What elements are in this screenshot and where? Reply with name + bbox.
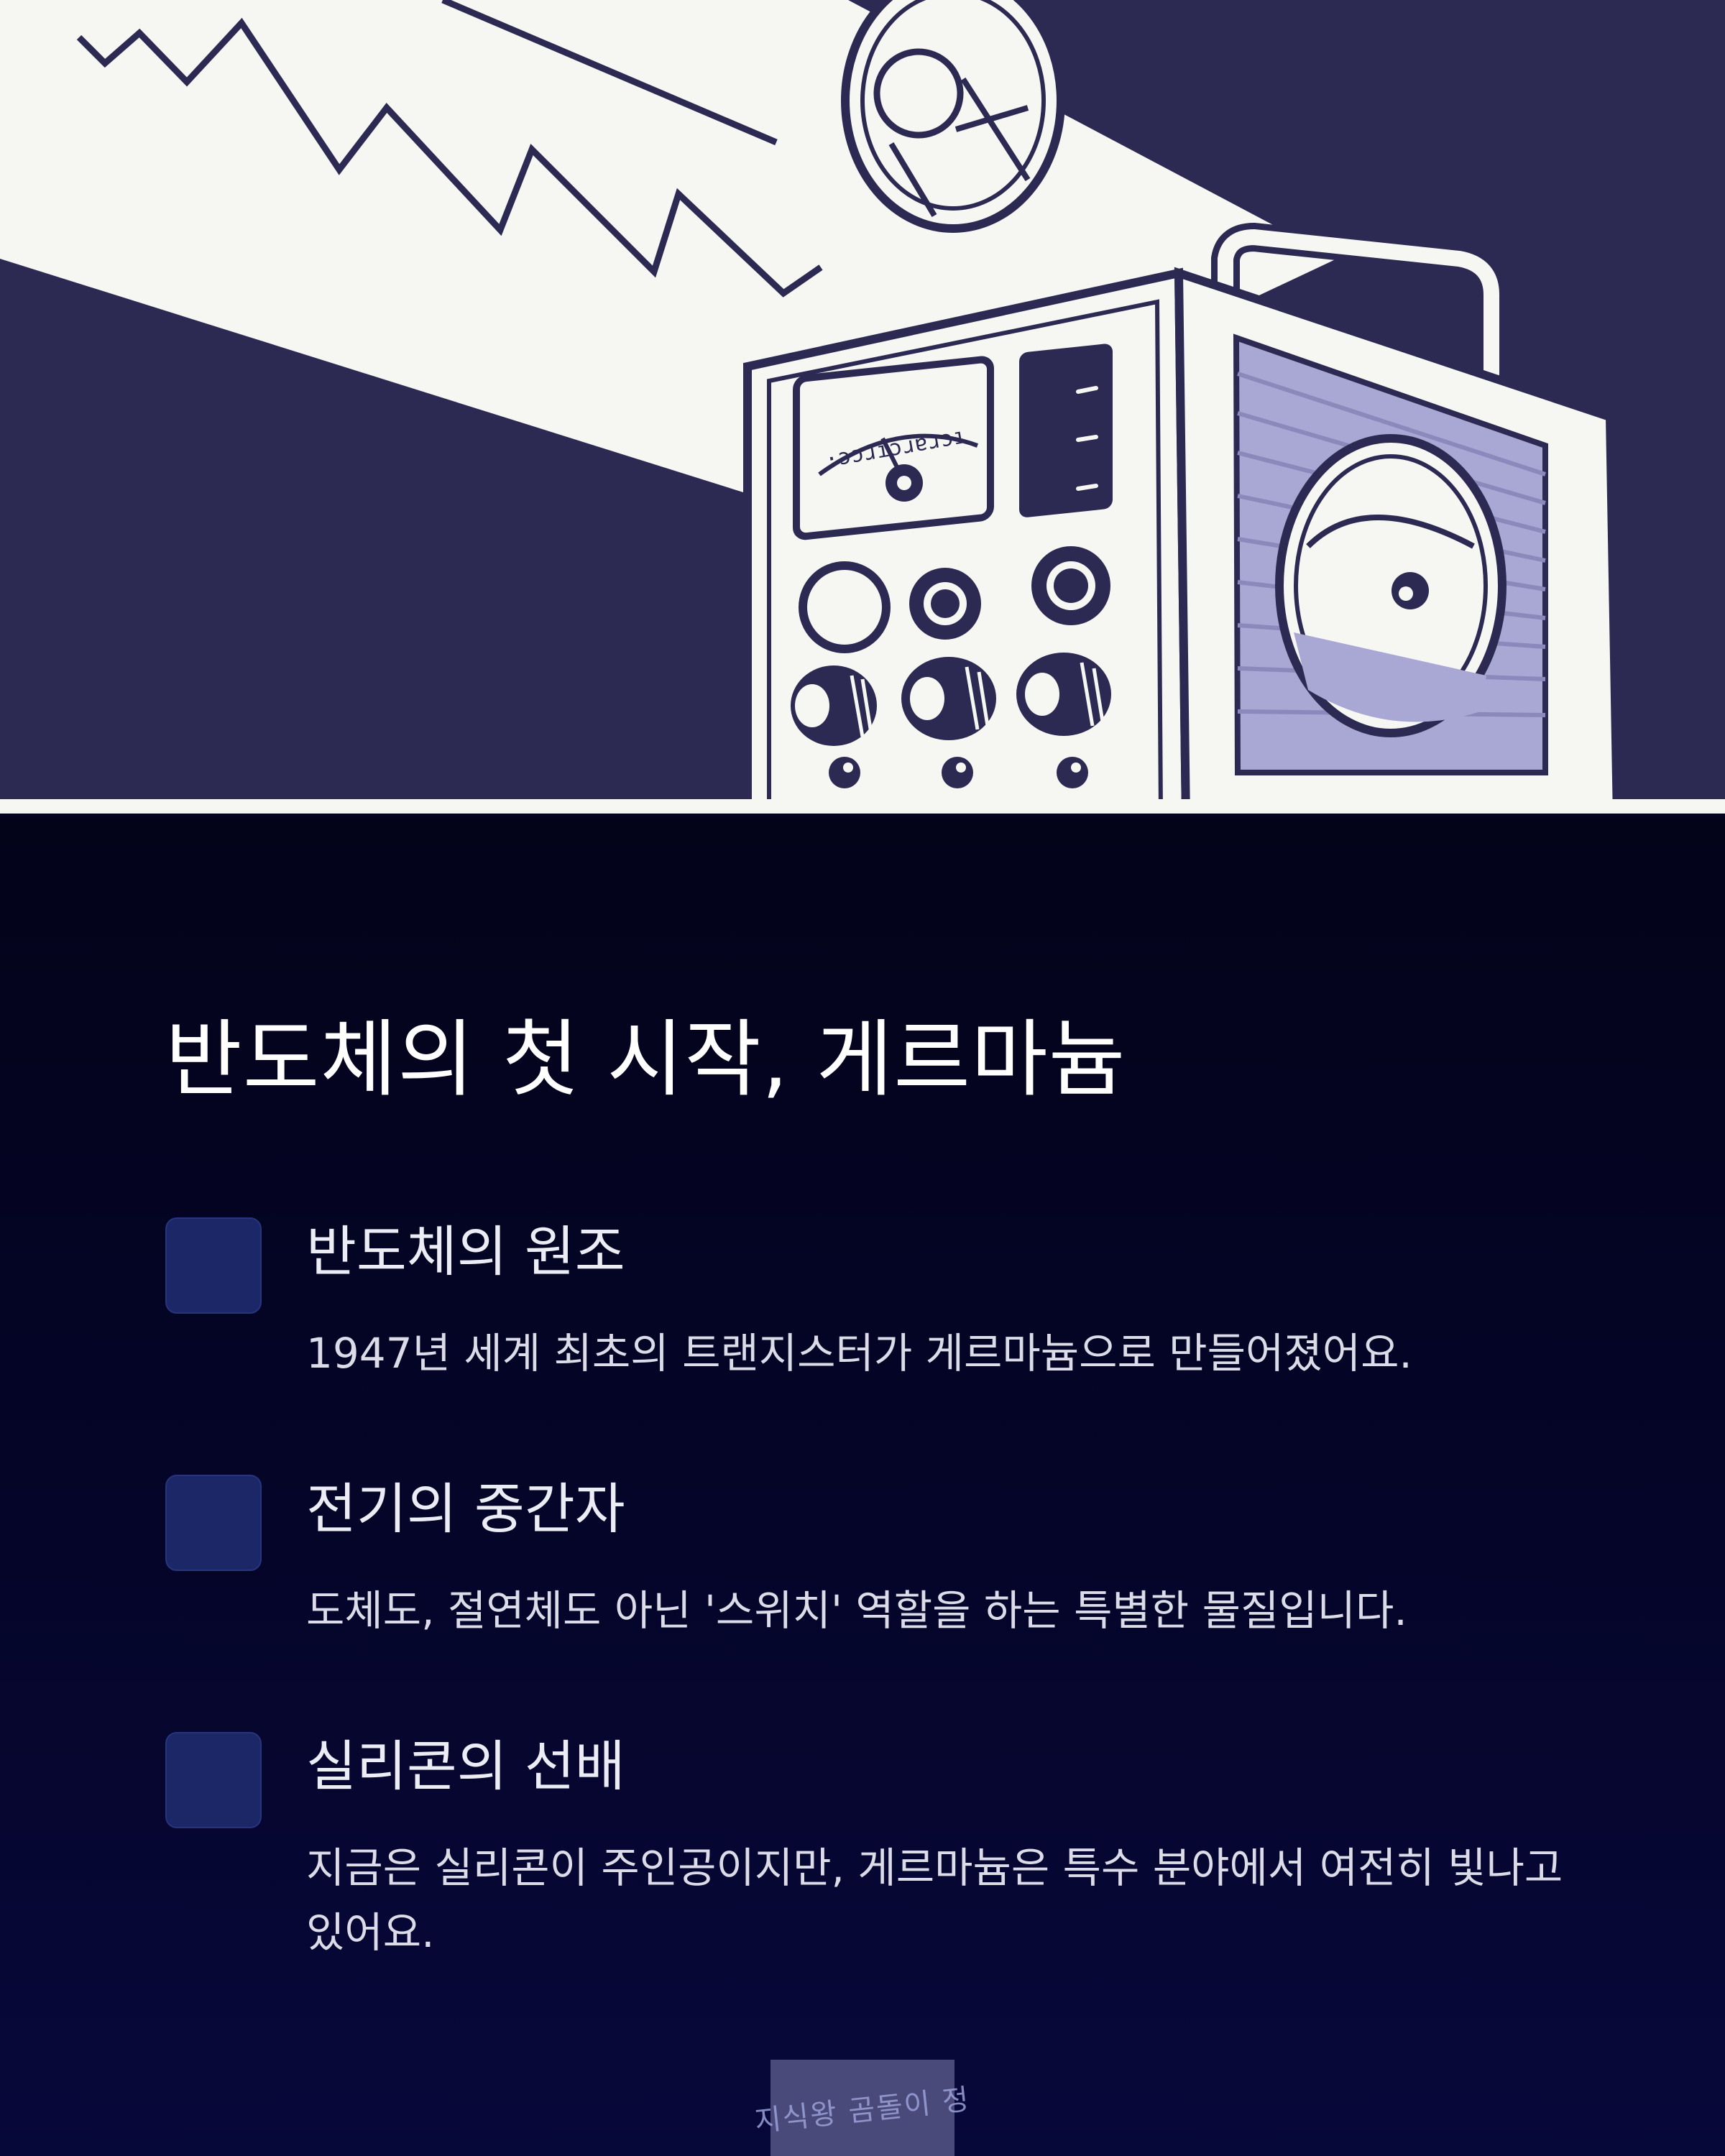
radio-knobs: [791, 546, 1111, 788]
checkbox[interactable]: [165, 1475, 262, 1571]
page-title: 반도체의 첫 시작, 게르마늄: [165, 1011, 1126, 1108]
watermark-text: 지식왕 곰돌이 정: [753, 2083, 972, 2139]
item-description: 지금은 실리콘이 주인공이지만, 게르마늄은 특수 분야에서 여전히 빛나고 있…: [306, 1843, 1563, 1957]
item-heading: 실리콘의 선배: [306, 1734, 625, 1798]
beam-line: [441, 0, 778, 146]
radio-body: ·ɔɔɹıɔɹɐɹɔı: [743, 222, 1622, 819]
hero-illustration: ·ɔɔɹıɔɹɐɹɔı: [0, 0, 1725, 819]
item-heading: 반도체의 원조: [306, 1220, 625, 1284]
content-section: 반도체의 첫 시작, 게르마늄 반도체의 원조 1947년 세계 최초의 트랜지…: [0, 819, 1725, 2156]
item-heading: 전기의 중간자: [306, 1477, 625, 1541]
item-description: 1947년 세계 최초의 트랜지스터가 게르마늄으로 만들어졌어요.: [306, 1329, 1412, 1378]
spotlight-lamp: [841, 0, 1065, 233]
item-description: 도체도, 절연체도 아닌 '스위치' 역할을 하는 특별한 물질입니다.: [306, 1586, 1407, 1635]
zigzag-signal-line: [76, 17, 823, 298]
vu-meter: ·ɔɔɹıɔɹɐɹɔı: [793, 356, 994, 540]
vintage-radio-illustration: ·ɔɔɹıɔɹɐɹɔı: [0, 0, 1725, 819]
checkbox[interactable]: [165, 1732, 262, 1828]
checkbox[interactable]: [165, 1217, 262, 1314]
watermark-badge: 지식왕 곰돌이 정: [753, 2060, 972, 2156]
